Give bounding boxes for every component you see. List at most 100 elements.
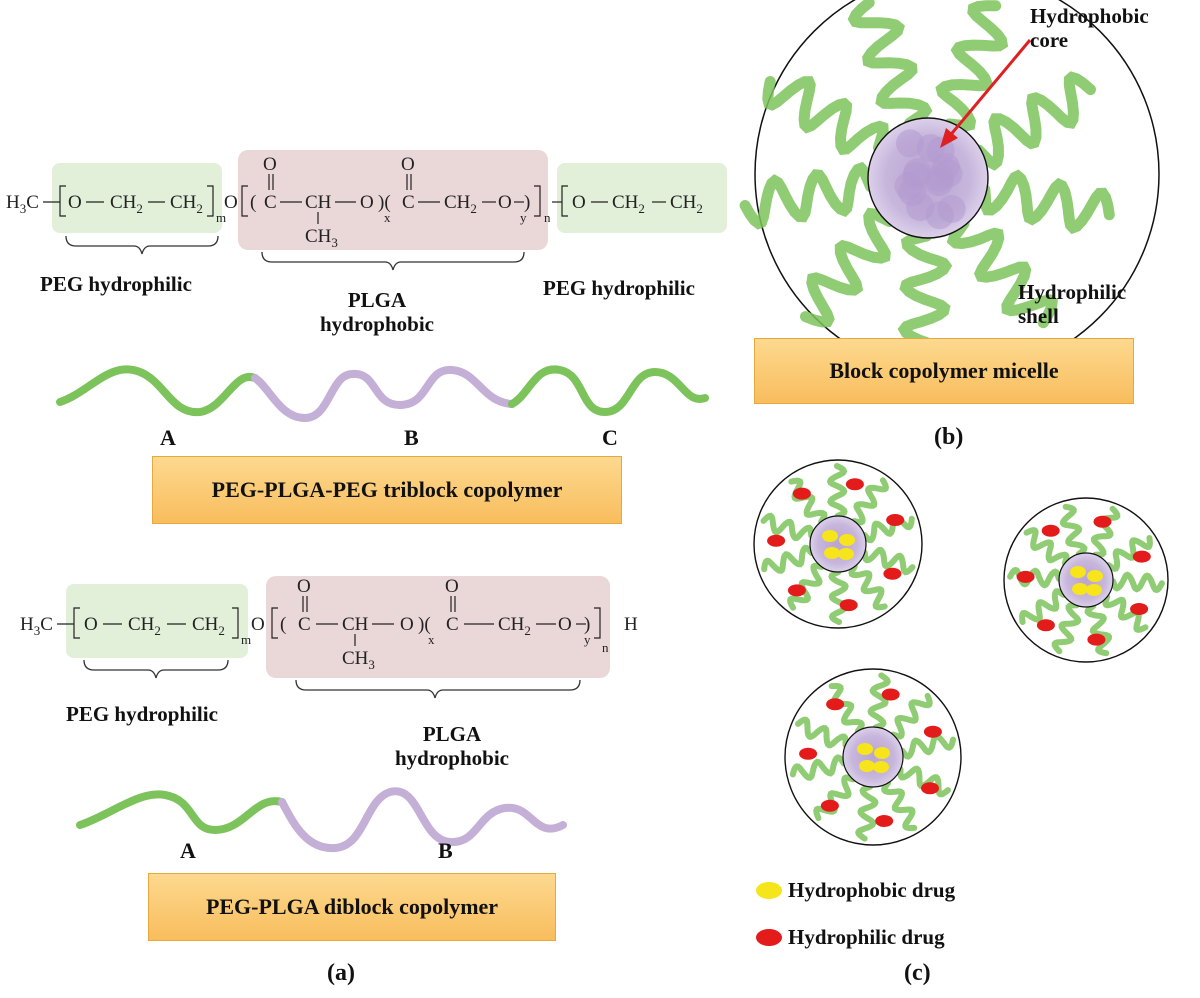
diblock-segment-b: B [438,838,453,863]
peg-chain [899,733,957,760]
legend-hydrophobic-drug: Hydrophobic drug [756,878,955,903]
hydrophilic-drug [787,584,806,597]
hydrophilic-drug [820,799,839,812]
core-blob [896,129,924,158]
peg-chain [979,169,1115,235]
svg-text:H3C: H3C [6,192,39,216]
diblock-segment-a: A [180,838,196,863]
peg-chain [760,512,815,542]
peg-chain [1023,527,1070,567]
hydrophobic-drug [1086,584,1102,596]
hydrophilic-drug [875,815,894,827]
svg-text:O: O [400,614,414,635]
peg-chain [1090,505,1121,558]
peg-chain [1105,535,1153,572]
svg-text:CH: CH [305,192,332,213]
peg-chain [946,217,1058,329]
micelle-shell-line1: Hydrophilic [1018,280,1127,304]
hydrophobic-drug [822,530,838,542]
hydrophobic-drug [874,747,890,759]
hydrophobic-drug [859,760,875,772]
hydrophilic-drug [799,747,818,760]
micelle-core [809,515,867,573]
hydrophobic-drug-swatch [756,882,782,899]
peg-chain [739,161,877,230]
triblock-segment-c: C [602,425,618,450]
svg-text:(: ( [280,614,286,635]
diblock-plga-line1: PLGA [422,722,482,746]
peg-chain [826,463,848,519]
svg-text:C: C [446,614,459,635]
micelle-shell-label: Hydrophilic shell [1018,280,1126,328]
svg-text:CH2: CH2 [612,192,645,216]
micelle-core [1058,552,1114,608]
peg-chain [828,569,850,625]
hydrophilic-drug [826,698,845,711]
peg-chain [855,783,879,842]
plga-box [238,150,548,250]
peg-chain [851,477,889,526]
peg-chain [890,692,933,740]
core-blob [934,159,963,188]
svg-text:O: O [297,576,311,597]
svg-text:O: O [251,614,265,635]
svg-text:O: O [558,614,572,635]
triblock-plga-label: PLGA hydrophobic [320,288,434,336]
svg-text:x: x [384,210,391,225]
svg-text:C: C [402,192,415,213]
peg-chain [762,76,889,155]
hydrophilic-drug-label: Hydrophilic drug [788,925,945,949]
svg-text:n: n [602,640,609,655]
hydrophilic-drug [1087,633,1106,646]
drug-loaded-micelle [784,668,962,846]
micelle-title-banner: Block copolymer micelle [754,338,1134,404]
hydrophilic-drug [1093,515,1112,528]
peg-chain [881,779,918,831]
svg-text:(: ( [250,192,256,213]
hydrophilic-drug-swatch [756,929,782,946]
svg-text:H: H [624,614,638,635]
micelle-shell-line2: shell [1018,304,1059,328]
hydrophobic-drug [857,743,873,755]
hydrophilic-drug [921,782,939,795]
micelle-core-line2: core [1030,28,1069,52]
drug-loaded-micelles [753,459,1169,846]
peg-chain [813,774,856,822]
diblock-plga-line2: hydrophobic [395,746,509,770]
svg-text:x: x [428,632,435,647]
hydrophilic-drug [886,514,905,526]
peg-chain [795,716,849,749]
svg-text:)(: )( [418,614,431,635]
svg-text:O: O [498,192,512,213]
hydrophilic-drug [923,725,942,738]
hydrophilic-drug [1036,619,1055,632]
hydrophobic-drug [838,548,854,560]
micelle-core-line1: Hydrophobic [1030,4,1149,28]
hydrophilic-drug [1041,524,1060,537]
peg-chain [848,563,888,611]
hydrophilic-drug [767,534,786,547]
svg-text:CH: CH [342,614,369,635]
diblock-plga-box [266,576,610,678]
hydrophobic-drug [839,534,855,546]
diblock-title-banner: PEG-PLGA diblock copolymer [148,873,556,941]
core-blob [925,201,954,230]
hydrophobic-drug [824,547,840,559]
peg-chain [861,514,915,544]
hydrophilic-drug [839,599,858,612]
diblock-peg-label: PEG hydrophilic [66,702,218,726]
panel-a-label: (a) [327,960,355,986]
peg-chain [1019,588,1067,625]
svg-text:O: O [360,192,374,213]
peg-chain [1059,503,1088,557]
peg-chain [1102,593,1149,633]
peg-chain [828,683,865,735]
drug-loaded-micelle [1003,497,1169,663]
triblock-title-banner: PEG-PLGA-PEG triblock copolymer [152,456,622,524]
svg-text:C: C [298,614,311,635]
svg-text:O: O [68,192,82,213]
peg-right-box [557,163,727,233]
hydrophilic-drug [1130,603,1149,615]
